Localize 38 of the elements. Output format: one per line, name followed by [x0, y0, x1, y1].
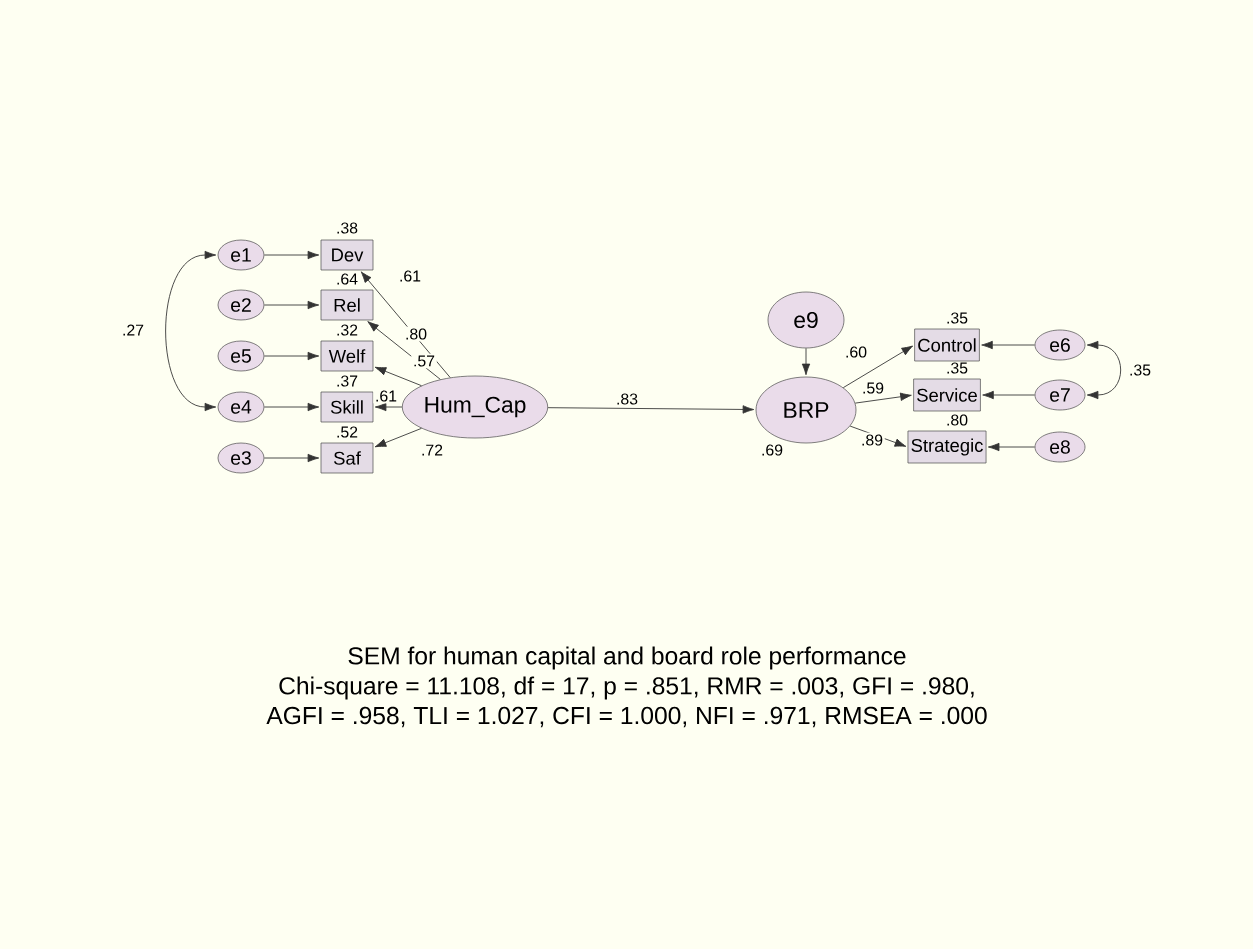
value-label: .52: [337, 426, 358, 438]
arrow: [981, 340, 1036, 350]
variable-box: Saf: [320, 442, 374, 474]
arrow: [982, 390, 1036, 400]
variable-box: Control: [914, 328, 980, 362]
value-label: .80: [947, 414, 968, 426]
arrow: [374, 402, 403, 412]
value-label: .69: [762, 444, 783, 456]
fit-statistics: Chi-square = 11.108, df = 17, p = .851, RMR = .003, GFI = .980,: [279, 676, 974, 700]
variable-box: Rel: [320, 289, 374, 321]
value-label: .64: [337, 273, 358, 285]
variable-box: Skill: [320, 391, 374, 423]
fit-statistics: AGFI = .958, TLI = 1.027, CFI = 1.000, NFI = .971, RMSEA = .000: [266, 706, 987, 728]
value-label: .35: [947, 312, 968, 324]
arrow: [374, 366, 422, 387]
arrow: [263, 250, 320, 260]
arrow: [1086, 340, 1122, 400]
value-label: .35: [947, 362, 968, 374]
arrow: [854, 392, 912, 404]
variable-box: Service: [913, 378, 981, 412]
variable-box: Strategic: [907, 430, 987, 464]
value-label: .37: [337, 375, 358, 387]
arrow: [987, 442, 1036, 452]
arrow: [263, 453, 320, 463]
value-label: .32: [337, 324, 358, 336]
arrow: [263, 402, 320, 412]
value-label: .38: [337, 222, 358, 234]
arrow: [263, 351, 320, 361]
arrow: [842, 345, 914, 389]
variable-box: Welf: [320, 340, 374, 372]
arrow: [547, 405, 755, 414]
arrow: [165, 250, 217, 412]
variable-box: Dev: [320, 239, 374, 271]
caption: SEM for human capital and board role performance: [348, 646, 906, 670]
arrow: [263, 300, 320, 310]
arrow: [374, 427, 422, 448]
arrow: [801, 347, 811, 376]
arrow: [849, 425, 907, 447]
